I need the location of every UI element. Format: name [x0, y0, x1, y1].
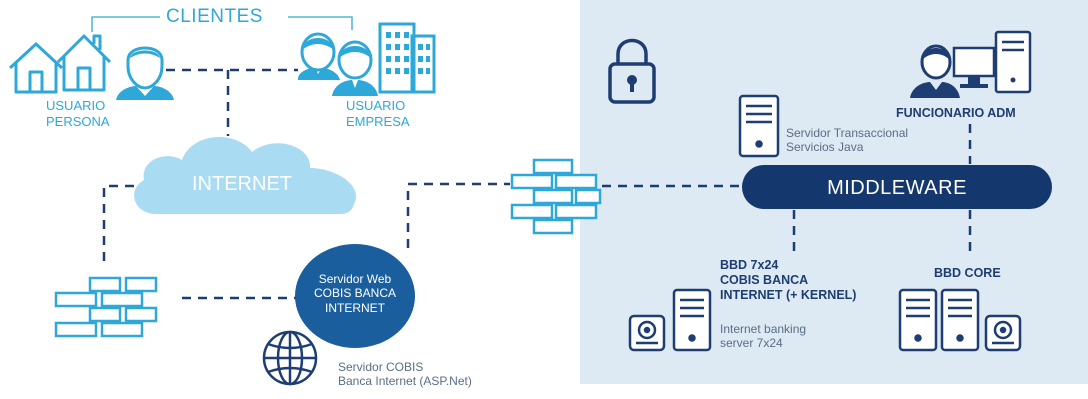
house-icon [8, 42, 64, 94]
web-server-label: Servidor Web COBIS BANCA INTERNET [313, 272, 397, 315]
bbd-core-label: BBD CORE [934, 266, 1001, 280]
user-person-icon [116, 46, 174, 100]
internet-label: INTERNET [192, 173, 292, 195]
globe-icon [262, 330, 318, 386]
bbd-7x24-caption: Internet banking server 7x24 [720, 322, 807, 351]
user-business-icon [298, 32, 378, 96]
building-icon [378, 22, 436, 94]
house-icon-2 [56, 34, 112, 92]
web-server-caption: Servidor COBIS Banca Internet (ASP.Net) [338, 360, 472, 389]
middleware-bar [742, 165, 1052, 209]
admin-workstation-icon [910, 30, 1032, 98]
bbd-core-servers-icon [898, 288, 980, 352]
middleware-label: MIDDLEWARE [827, 177, 967, 199]
empresa-label: USUARIO EMPRESA [346, 98, 410, 129]
firewall-right-icon [510, 158, 602, 235]
hard-drive-icon [628, 314, 666, 352]
hard-drive-icon-2 [984, 314, 1022, 352]
clients-bracket [91, 16, 160, 32]
persona-label: USUARIO PERSONA [46, 98, 110, 129]
clients-title: CLIENTES [166, 6, 263, 27]
internet-cloud [134, 137, 357, 214]
bbd-7x24-server-icon [672, 288, 712, 352]
admin-label: FUNCIONARIO ADM [896, 106, 1016, 120]
firewall-left-icon [54, 276, 158, 338]
transactional-server-icon [738, 94, 780, 158]
transactional-label: Servidor Transaccional Servicios Java [786, 126, 909, 155]
web-server-node [295, 244, 415, 348]
bbd-7x24-label: BBD 7x24 COBIS BANCA INTERNET (+ KERNEL) [720, 258, 857, 302]
